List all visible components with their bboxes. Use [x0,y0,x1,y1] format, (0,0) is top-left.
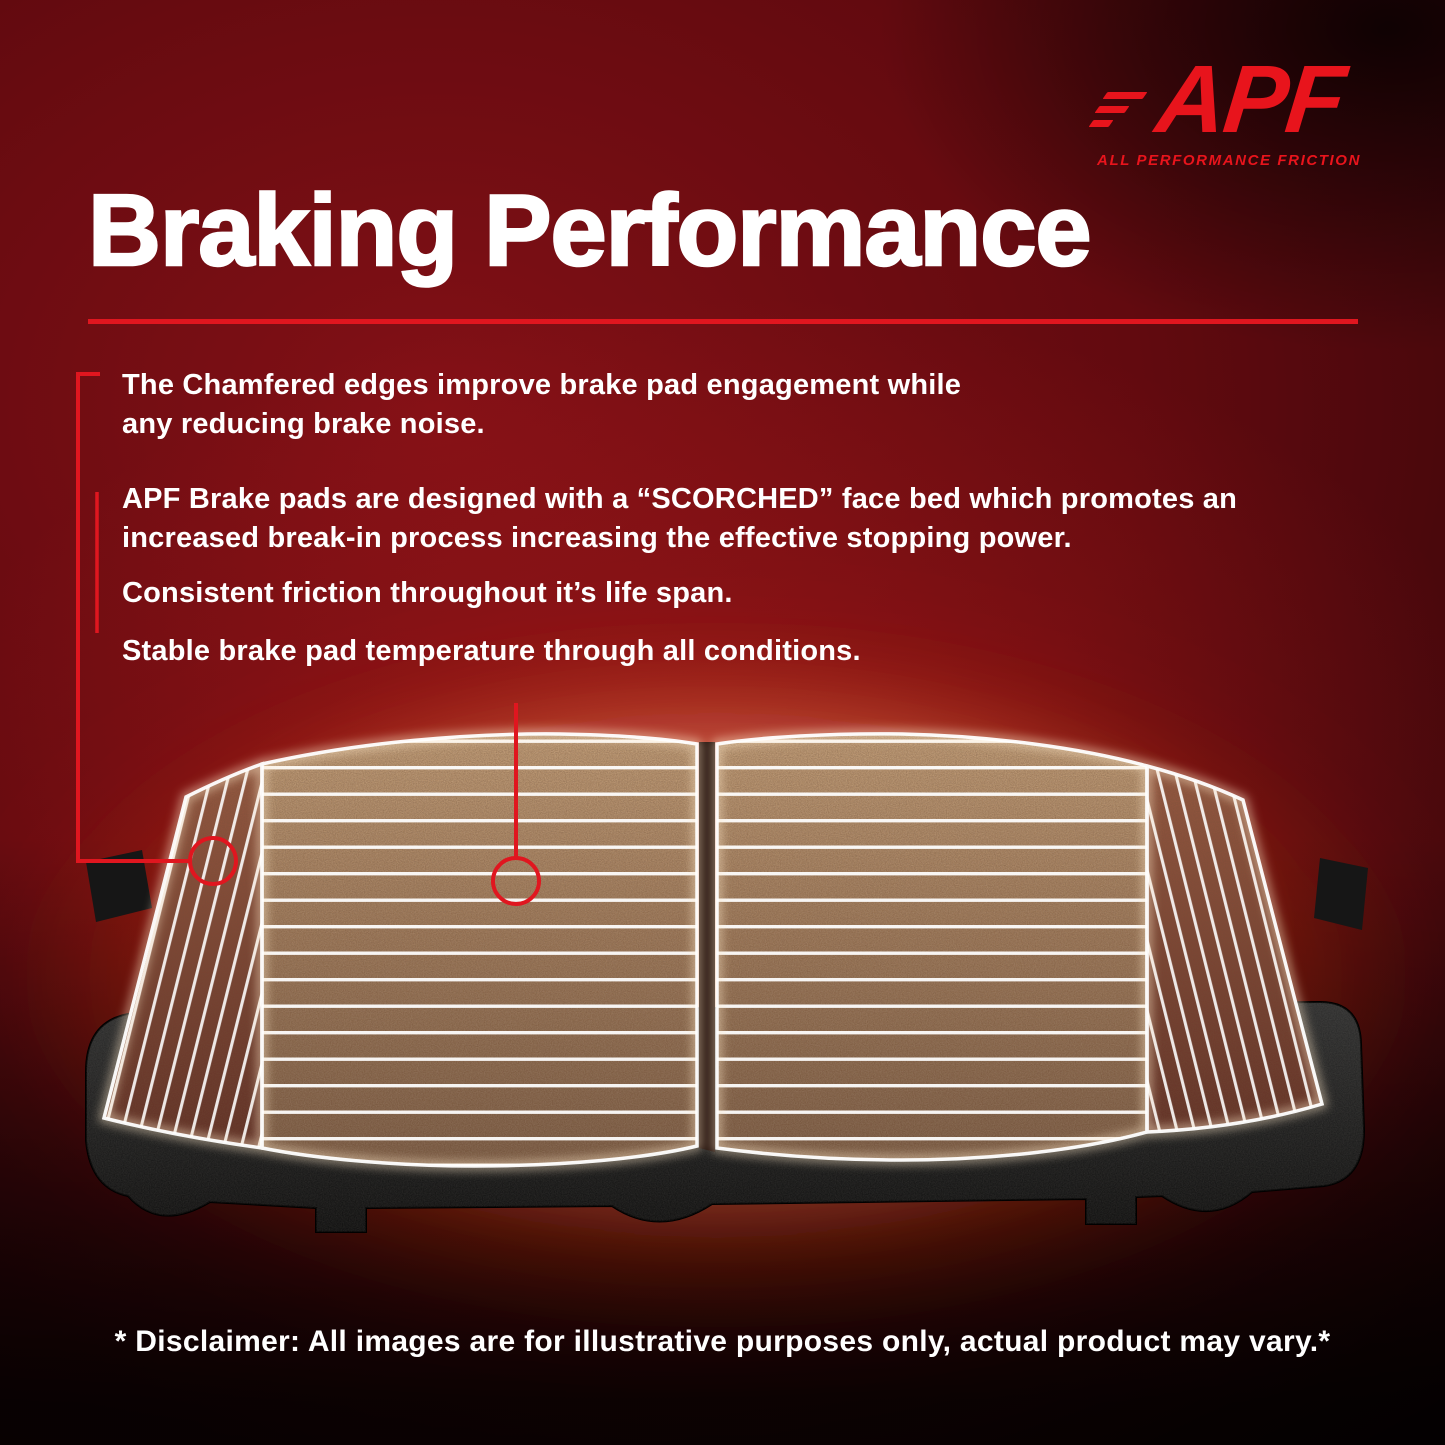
feature-chamfered-edges: The Chamfered edges improve brake pad en… [122,369,962,440]
page-title: Braking Performance [87,175,1093,287]
pad-glow [0,625,1436,1325]
glow-outlines [98,729,1328,1171]
pad-gap [699,742,715,1152]
feature-scorched-face: APF Brake pads are designed with a “SCOR… [122,483,1238,554]
apf-logo: APF ALL PERFORMANCE FRICTION [1088,46,1361,170]
callout-ring-chamfer [188,836,238,886]
feature-list: The Chamfered edges improve brake pad en… [122,366,1302,670]
left-pad-face [262,733,697,1166]
disclaimer-text: * Disclaimer: All images are for illustr… [114,1325,1331,1358]
callout-ring-face [491,856,541,906]
feature-stable-temperature: Stable brake pad temperature through all… [122,634,861,667]
brand-text: APF [1151,46,1349,153]
right-pad-face [717,733,1147,1160]
left-chamfer [104,764,262,1148]
backing-plate [85,850,1368,1233]
speed-lines-icon [1088,91,1148,127]
right-chamfer [1147,766,1322,1132]
brand-tagline: ALL PERFORMANCE FRICTION [1097,152,1361,170]
feature-consistent-friction: Consistent friction throughout it’s life… [122,577,733,610]
logo-row: APF [1088,46,1349,153]
title-underline [88,319,1358,324]
